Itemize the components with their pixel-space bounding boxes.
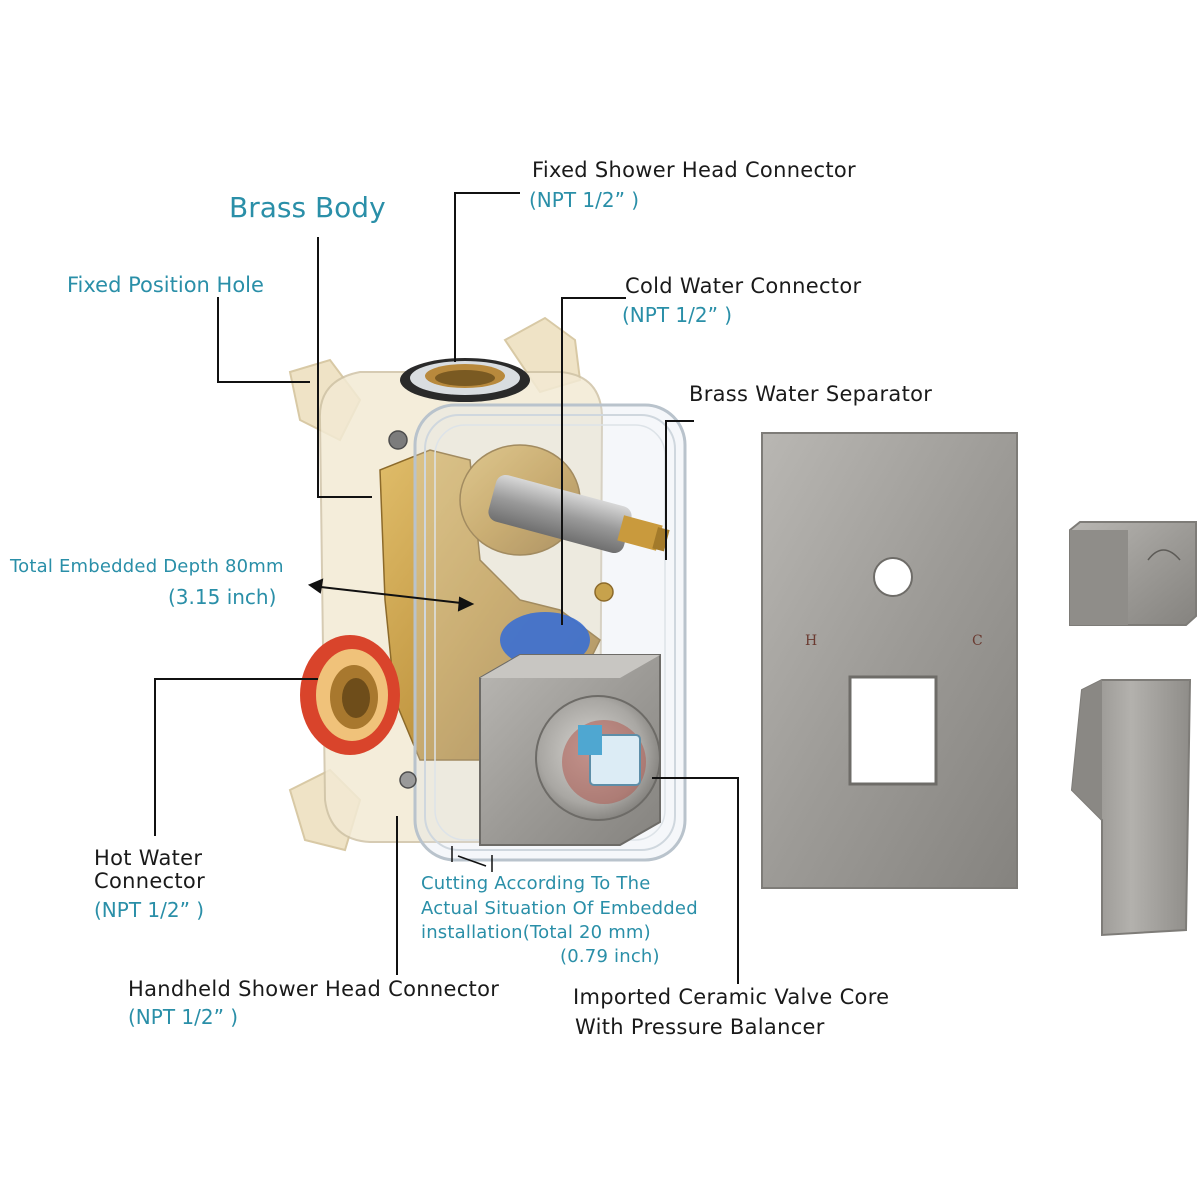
- label-hot-water-line1: Hot Water: [94, 846, 203, 870]
- label-fixed-shower-head: Fixed Shower Head Connector: [532, 158, 856, 182]
- label-brass-water-separator: Brass Water Separator: [689, 382, 933, 406]
- top-connector: [400, 358, 530, 402]
- label-cutting-line3: installation(Total 20 mm): [421, 922, 651, 943]
- label-hot-water-spec: (NPT 1/2” ): [94, 898, 205, 922]
- label-cutting-line2: Actual Situation Of Embedded: [421, 898, 698, 919]
- trim-plate: H C: [761, 432, 1018, 889]
- plate-mark-hot: H: [805, 633, 817, 649]
- separator-stem: [488, 474, 670, 554]
- label-cutting-line4: (0.79 inch): [560, 946, 660, 967]
- label-embedded-depth-spec: (3.15 inch): [168, 585, 277, 609]
- plate-mark-cold: C: [972, 633, 983, 649]
- label-handheld-shower-head-spec: (NPT 1/2” ): [128, 1005, 239, 1029]
- label-valve-core-line2: With Pressure Balancer: [575, 1015, 825, 1039]
- label-cutting-line1: Cutting According To The: [421, 873, 651, 894]
- label-fixed-position-hole: Fixed Position Hole: [67, 273, 264, 297]
- leader-lines: [154, 192, 739, 984]
- label-handheld-shower-head: Handheld Shower Head Connector: [128, 977, 500, 1001]
- handle-cap: [1069, 521, 1197, 626]
- embedded-depth-arrow: [307, 578, 475, 612]
- label-cold-water-spec: (NPT 1/2” ): [622, 303, 733, 327]
- hot-connector: [300, 635, 400, 755]
- valve-core: [479, 654, 661, 846]
- label-embedded-depth: Total Embedded Depth 80mm: [10, 556, 284, 577]
- label-hot-water-line2: Connector: [94, 869, 206, 893]
- label-cold-water: Cold Water Connector: [625, 274, 862, 298]
- cutting-arrow: [451, 846, 493, 872]
- label-fixed-shower-head-spec: (NPT 1/2” ): [529, 188, 640, 212]
- label-brass-body: Brass Body: [229, 191, 386, 224]
- label-valve-core-line1: Imported Ceramic Valve Core: [573, 985, 890, 1009]
- lever-handle: [1070, 679, 1192, 937]
